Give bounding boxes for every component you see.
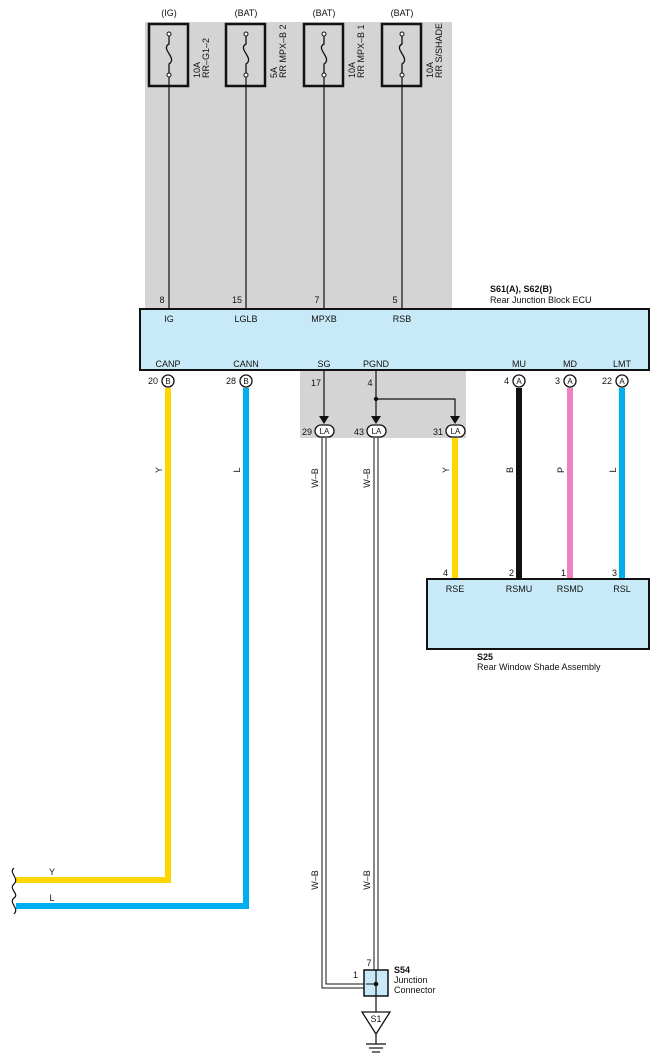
ecu-pin-number: 4 [367, 378, 372, 388]
fuse-amp-label: 10A [347, 62, 357, 78]
fuse-amp-label: 10A [192, 62, 202, 78]
junction-pin-left: 1 [353, 970, 358, 980]
shade-assembly-box [426, 578, 650, 650]
wire-color-label: Y [154, 467, 164, 473]
ecu-pin-number: 17 [311, 378, 321, 388]
ecu-terminal-md: MD [563, 359, 577, 369]
fuse-icon [398, 34, 406, 75]
svg-text:20: 20 [148, 376, 158, 386]
ground-point-icon [360, 1011, 392, 1036]
fuse-supply-label: (BAT) [235, 8, 258, 18]
wire-color-label: W–B [310, 870, 320, 890]
arrow-icons [319, 416, 460, 424]
wire-color-label: B [505, 467, 515, 473]
fuse-name-label: RR–G1–2 [201, 38, 211, 78]
shade-terminal-rsmd: RSMD [557, 584, 584, 594]
fuse-name-label: RR MPX–B 1 [356, 24, 366, 78]
junction-code: S54 [394, 965, 410, 975]
wire-color-label: L [232, 467, 242, 472]
ecu-terminal-pgnd: PGND [363, 359, 390, 369]
svg-text:LA: LA [451, 427, 461, 436]
svg-text:LA: LA [320, 427, 330, 436]
ecu-pin-badges: 20 B 28 B 4 A 3 A 22 A [148, 374, 629, 388]
shade-terminal-rsmu: RSMU [506, 584, 533, 594]
ecu-terminal-lglb: LGLB [234, 314, 257, 324]
ecu-pin-number: 15 [232, 295, 242, 305]
ecu-pin-number: 7 [314, 295, 319, 305]
wire-color-label: W–B [310, 468, 320, 488]
wire-cann-blue [16, 388, 249, 909]
fuse-supply-label: (BAT) [313, 8, 336, 18]
fuse-rr-g1-2: (IG) 10A RR–G1–2 [147, 8, 211, 88]
shade-pin-number: 2 [509, 568, 514, 578]
svg-text:43: 43 [354, 427, 364, 437]
fuse-wires [168, 77, 403, 309]
svg-text:B: B [165, 377, 170, 386]
ecu-terminal-cann: CANN [233, 359, 259, 369]
shade-name: Rear Window Shade Assembly [477, 662, 601, 672]
ecu-pin-number: 8 [159, 295, 164, 305]
svg-text:31: 31 [433, 427, 443, 437]
svg-text:22: 22 [602, 376, 612, 386]
wire-color-label: Y [441, 467, 451, 473]
svg-text:28: 28 [226, 376, 236, 386]
shade-terminal-rse: RSE [446, 584, 465, 594]
ecu-terminal-lmt: LMT [613, 359, 632, 369]
svg-text:4: 4 [504, 376, 509, 386]
svg-text:29: 29 [302, 427, 312, 437]
wire-color-label: W–B [362, 468, 372, 488]
wire-color-label: P [556, 467, 566, 473]
ecu-terminal-ig: IG [164, 314, 174, 324]
fuse-icon [165, 34, 173, 75]
fuse-supply-label: (IG) [161, 8, 177, 18]
fuse-name-label: RR MPX–B 2 [278, 24, 288, 78]
wire-break-icon [11, 867, 17, 915]
wire-color-label: L [608, 467, 618, 472]
svg-text:3: 3 [555, 376, 560, 386]
wire-canp-yellow [16, 388, 171, 883]
la-connector-badges: 29 LA 43 LA 31 LA [302, 424, 466, 438]
svg-text:A: A [516, 377, 522, 386]
svg-text:A: A [619, 377, 625, 386]
ecu-terminal-canp: CANP [155, 359, 180, 369]
ecu-terminal-rsb: RSB [393, 314, 412, 324]
fuse-icon [320, 34, 328, 75]
wire-pgnd-wb [373, 438, 379, 970]
junction-label-1: Junction [394, 975, 428, 985]
wire-sg-wb [321, 438, 366, 989]
splice-dot [373, 396, 379, 402]
fuse-supply-label: (BAT) [391, 8, 414, 18]
wire-color-label: W–B [362, 870, 372, 890]
shade-terminal-rsl: RSL [613, 584, 631, 594]
wire-end-label-y: Y [49, 867, 55, 877]
shade-pin-number: 3 [612, 568, 617, 578]
fuse-panel-background [145, 22, 452, 309]
junction-label-2: Connector [394, 985, 436, 995]
shade-pin-number: 1 [561, 568, 566, 578]
fuse-amp-label: 10A [425, 62, 435, 78]
shade-code: S25 [477, 652, 493, 662]
svg-text:A: A [567, 377, 573, 386]
fuse-name-label: RR S/SHADE [434, 23, 444, 78]
ground-symbol-icon [366, 1034, 386, 1053]
fuse-icon [242, 34, 250, 75]
ecu-box [139, 308, 650, 371]
shade-pin-number: 4 [443, 568, 448, 578]
ecu-terminal-mu: MU [512, 359, 526, 369]
ecu-terminal-sg: SG [317, 359, 330, 369]
ecu-name: Rear Junction Block ECU [490, 295, 592, 305]
ground-code: S1 [370, 1014, 381, 1024]
fuse-amp-label: 5A [269, 67, 279, 78]
ecu-pin-number: 5 [392, 295, 397, 305]
ecu-terminal-mpxb: MPXB [311, 314, 337, 324]
svg-text:B: B [243, 377, 248, 386]
ground-branch-lines [323, 370, 456, 418]
ecu-code: S61(A), S62(B) [490, 284, 552, 294]
wire-end-label-l: L [49, 893, 54, 903]
junction-pin-top: 7 [366, 958, 371, 968]
svg-text:LA: LA [372, 427, 382, 436]
